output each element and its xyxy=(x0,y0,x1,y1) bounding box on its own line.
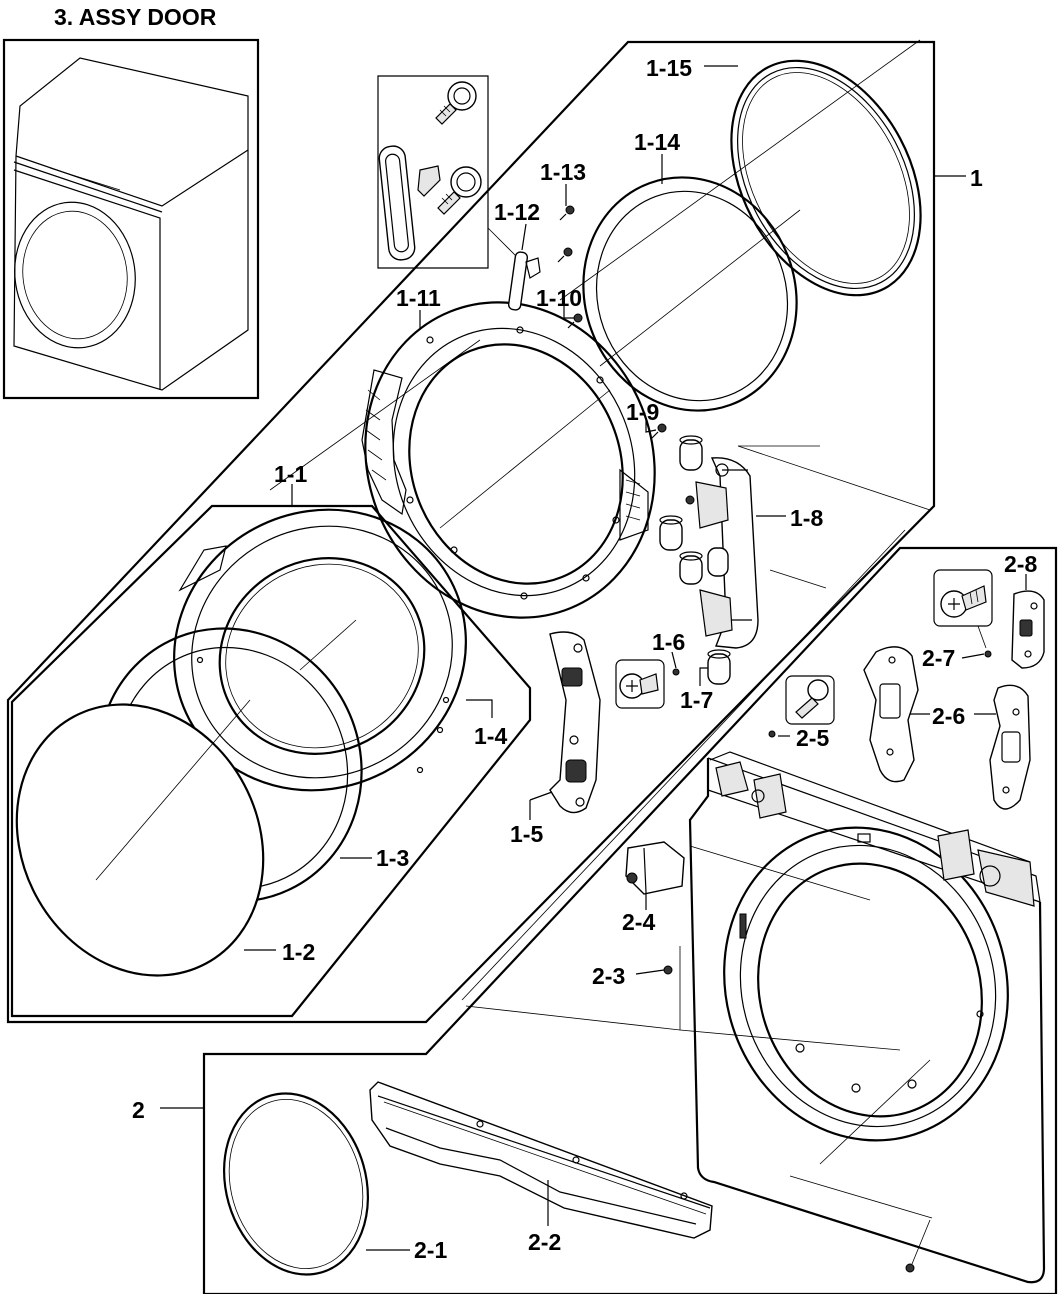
part-2-7-screw-detail xyxy=(933,569,993,658)
label-1-1: 1-1 xyxy=(274,461,307,487)
part-1-12-door-handle xyxy=(507,251,541,311)
part-1-7-bushing xyxy=(707,649,731,685)
part-2-front-panel xyxy=(679,751,1046,1284)
part-1-1-boundary xyxy=(10,504,532,1018)
part-1-9-screw xyxy=(651,423,667,439)
label-1-15: 1-15 xyxy=(646,55,692,81)
label-2-1: 2-1 xyxy=(414,1237,447,1263)
label-1: 1 xyxy=(970,165,983,191)
part-2-6-bracket-left xyxy=(863,646,919,783)
part-1-14-door-glass xyxy=(582,176,801,412)
part-2-2-panel-trim xyxy=(369,1081,713,1239)
part-1-10-screw xyxy=(567,313,583,329)
part-1-5-hinge-plate xyxy=(549,631,601,814)
inset-washer-overview xyxy=(2,38,260,400)
part-2-3-screw xyxy=(663,965,673,975)
label-2-3: 2-3 xyxy=(592,963,625,989)
label-1-5: 1-5 xyxy=(510,821,543,847)
part-1-13-screw xyxy=(559,205,575,221)
label-1-2: 1-2 xyxy=(282,939,315,965)
label-2: 2 xyxy=(132,1097,145,1123)
label-2-8: 2-8 xyxy=(1004,551,1037,577)
label-2-7: 2-7 xyxy=(922,645,955,671)
leader-lines xyxy=(160,65,1027,1251)
label-1-13: 1-13 xyxy=(540,159,586,185)
label-1-10: 1-10 xyxy=(536,285,582,311)
label-1-3: 1-3 xyxy=(376,845,409,871)
part-2-1-ring xyxy=(222,1092,370,1276)
diagram-title: 3. ASSY DOOR xyxy=(54,4,217,30)
label-1-14: 1-14 xyxy=(634,129,680,155)
part-2-8-latch xyxy=(1011,590,1045,669)
label-1-4: 1-4 xyxy=(474,723,507,749)
label-2-6: 2-6 xyxy=(932,703,965,729)
part-2-6-bracket-right xyxy=(989,684,1031,810)
part-1-15-outer-ring xyxy=(730,59,922,297)
part-1-8-hinge xyxy=(659,435,820,649)
part-2-boundary xyxy=(202,546,1058,1294)
part-labels: 1 1-15 1-14 1-13 1-12 1-11 1-10 1-9 1-8 … xyxy=(132,55,1037,1263)
label-2-4: 2-4 xyxy=(622,909,655,935)
part-1-6-screw-detail xyxy=(615,659,680,709)
label-1-7: 1-7 xyxy=(680,687,713,713)
part-2-4-door-switch xyxy=(625,841,685,895)
part-2-5-screw-detail xyxy=(768,675,835,738)
label-1-12: 1-12 xyxy=(494,199,540,225)
label-1-8: 1-8 xyxy=(790,505,823,531)
part-1-13-screw-2 xyxy=(557,247,573,263)
label-2-5: 2-5 xyxy=(796,725,829,751)
label-1-6: 1-6 xyxy=(652,629,685,655)
label-1-11: 1-11 xyxy=(396,285,441,311)
label-2-2: 2-2 xyxy=(528,1229,561,1255)
part-1-11-door-frame xyxy=(361,301,656,619)
label-1-9: 1-9 xyxy=(626,399,659,425)
part-1-boundary xyxy=(6,40,936,1024)
part-1-12-handle-detail xyxy=(377,75,517,269)
guide-lines xyxy=(269,39,931,1051)
part-1-2-door-cover xyxy=(15,699,265,977)
part-1-4-inner-frame xyxy=(173,508,467,792)
